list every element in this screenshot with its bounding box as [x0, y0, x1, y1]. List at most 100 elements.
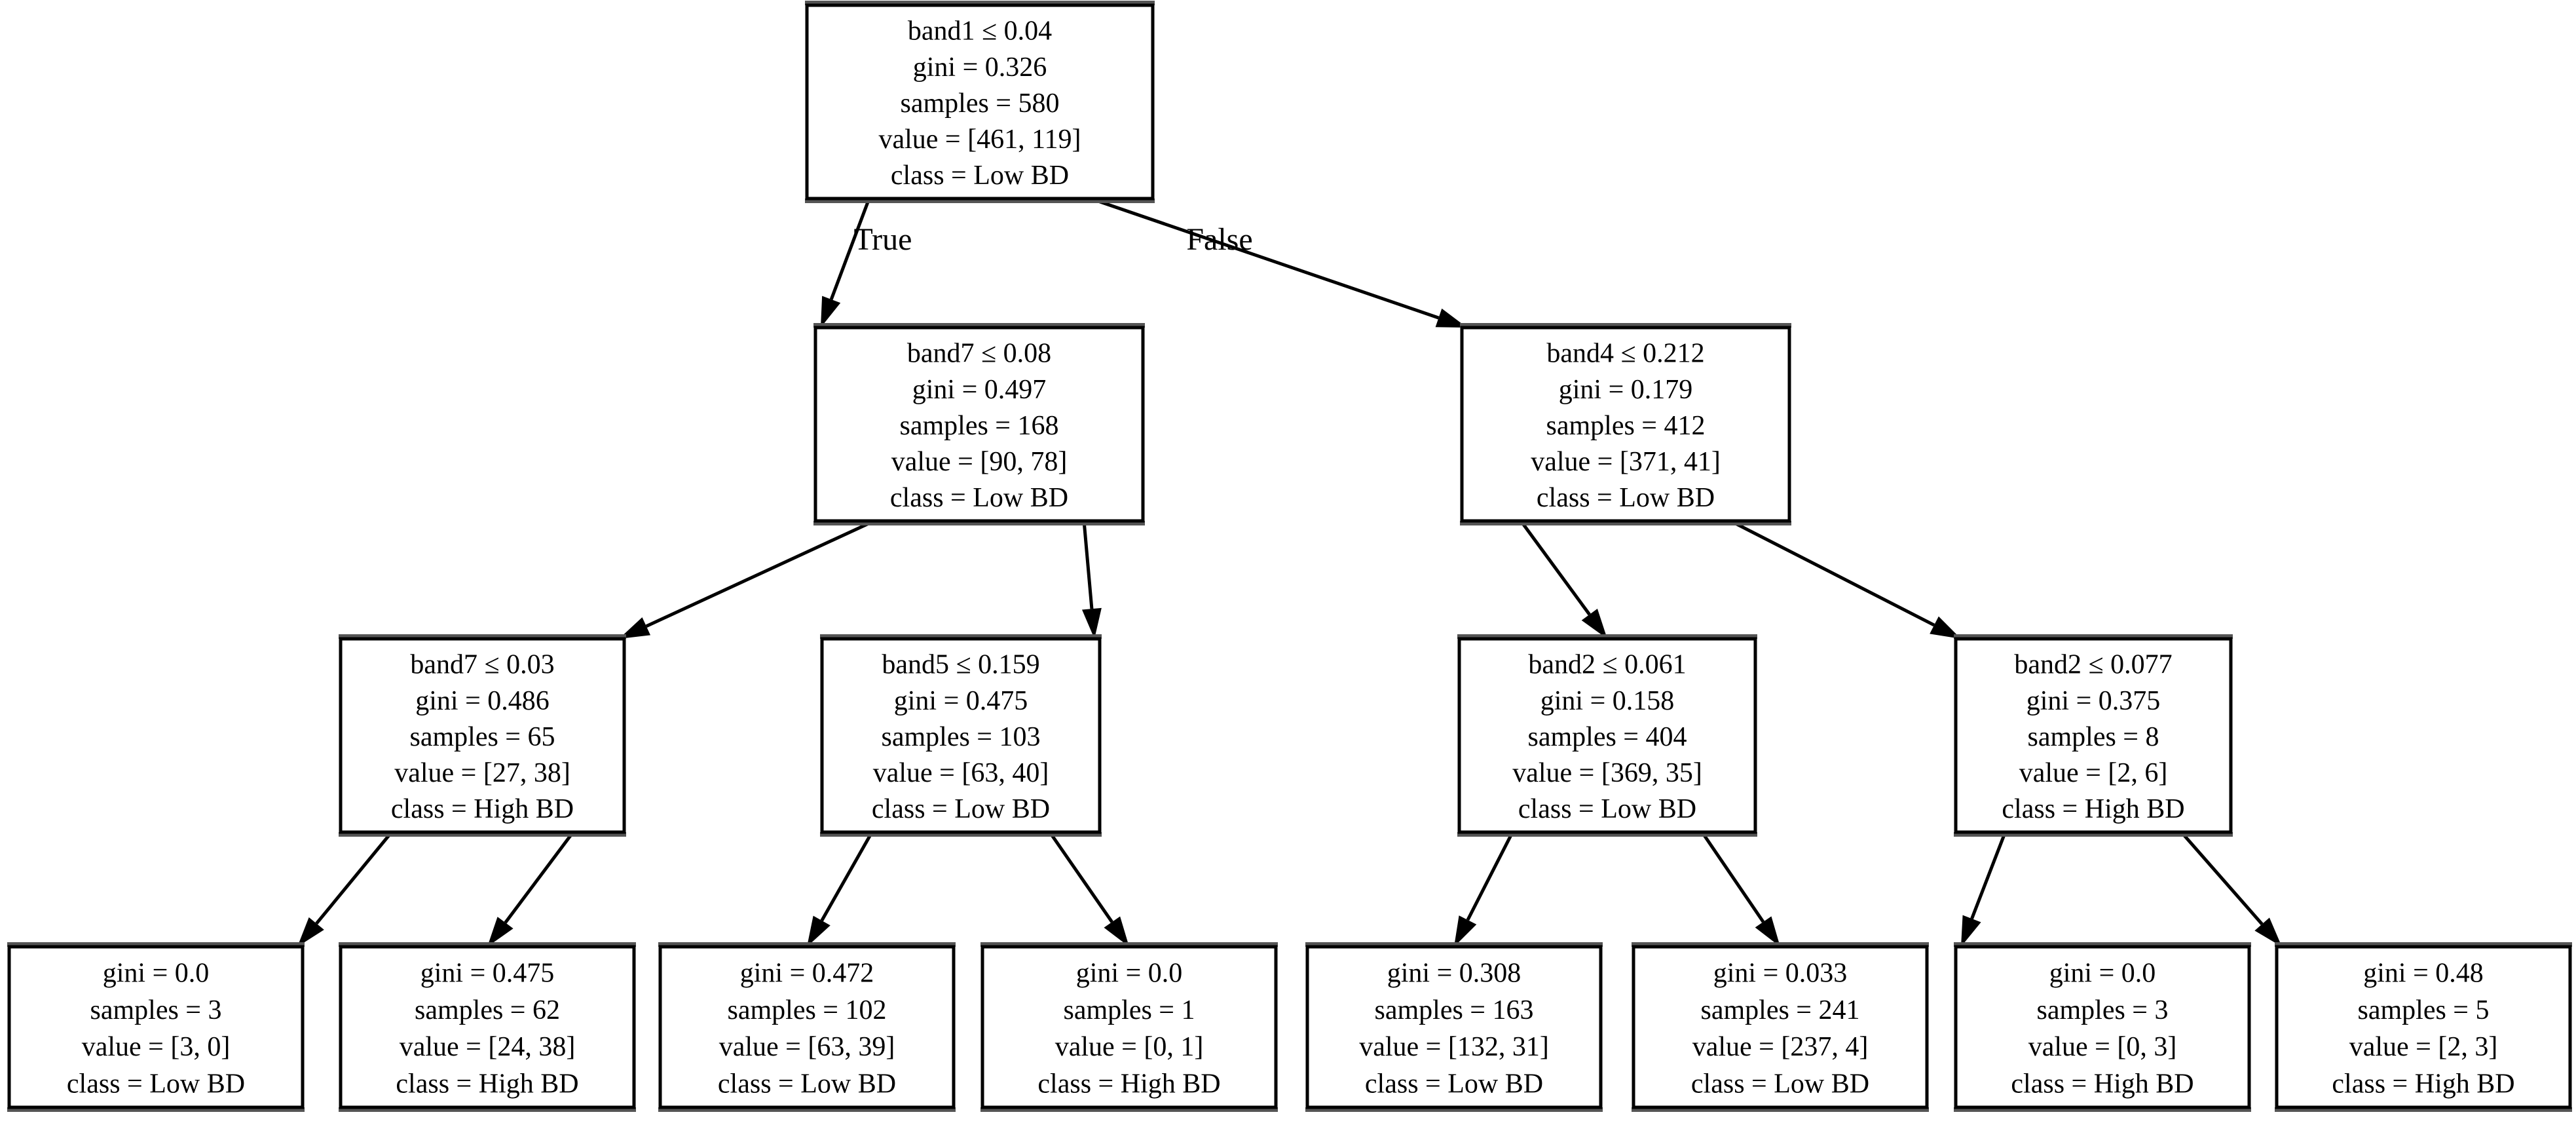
node-shadow-bottom: [1457, 832, 1757, 837]
node-box[interactable]: [813, 326, 1145, 523]
edge-arrowhead: [2254, 917, 2282, 947]
tree-edge-n1-to-n3: [619, 519, 876, 639]
node-text-line: value = [24, 38]: [400, 1032, 576, 1062]
node-shadow-top: [980, 942, 1278, 947]
node-shadow-top: [658, 942, 956, 947]
node-shadow-top: [2275, 942, 2572, 947]
node-text-line: gini = 0.497: [912, 375, 1047, 405]
node-shadow-top: [7, 942, 305, 947]
edge-line: [504, 831, 575, 924]
node-text-line: value = [132, 31]: [1359, 1032, 1549, 1062]
node-text-line: value = [27, 38]: [394, 758, 570, 788]
node-text-line: band2 ≤ 0.061: [1528, 650, 1686, 680]
tree-edge-n1-to-n4: [1081, 520, 1102, 639]
node-text-line: samples = 62: [415, 995, 560, 1025]
node-shadow-bottom: [1954, 832, 2233, 837]
edge-arrowhead: [1961, 915, 1981, 947]
node-shadow-top: [1954, 942, 2251, 947]
node-box[interactable]: [2275, 945, 2572, 1109]
node-shadow-top: [1457, 634, 1757, 639]
edge-line: [1090, 197, 1440, 320]
edge-arrowhead: [807, 915, 831, 947]
node-box[interactable]: [1954, 945, 2251, 1109]
edge-line: [1970, 831, 2007, 919]
node-box[interactable]: [1457, 637, 1757, 834]
node-box[interactable]: [658, 945, 956, 1109]
node-shadow-bottom: [980, 1107, 1278, 1112]
node-text-line: gini = 0.0: [1076, 959, 1183, 989]
edge-arrowhead: [1081, 607, 1102, 639]
edge-label-true: True: [854, 222, 912, 257]
node-text-line: gini = 0.033: [1713, 959, 1848, 989]
node-box[interactable]: [980, 945, 1278, 1109]
node-text-line: class = Low BD: [1537, 483, 1715, 513]
node-box[interactable]: [1460, 326, 1791, 523]
tree-edge-n4-to-l2: [807, 831, 874, 947]
edge-arrowhead: [297, 917, 324, 947]
node-shadow-top: [813, 323, 1145, 328]
node-text-line: samples = 412: [1546, 411, 1706, 441]
edge-arrowhead: [1930, 616, 1961, 639]
node-box[interactable]: [1954, 637, 2233, 834]
node-text-line: samples = 580: [901, 88, 1060, 119]
node-box[interactable]: [1305, 945, 1603, 1109]
edge-line: [829, 198, 871, 300]
node-box[interactable]: [7, 945, 305, 1109]
node-text-line: band2 ≤ 0.077: [2014, 650, 2172, 680]
edge-label-false: False: [1186, 222, 1252, 257]
node-shadow-bottom: [813, 521, 1145, 525]
node-box[interactable]: [339, 945, 636, 1109]
edge-line: [315, 831, 393, 925]
node-shadow-bottom: [2275, 1107, 2572, 1112]
tree-edge-n2-to-n5: [1519, 520, 1607, 639]
node-box[interactable]: [1632, 945, 1929, 1109]
node-text-line: class = High BD: [396, 1069, 578, 1099]
tree-edge-n5-to-l5: [1700, 831, 1780, 947]
node-text-line: samples = 102: [728, 995, 887, 1025]
node-text-line: value = [371, 41]: [1531, 447, 1721, 477]
node-shadow-bottom: [820, 832, 1102, 837]
node-shadow-top: [805, 1, 1155, 5]
node-text-line: value = [63, 39]: [719, 1032, 895, 1062]
node-text-line: gini = 0.326: [913, 52, 1047, 83]
node-text-line: gini = 0.475: [420, 959, 555, 989]
node-text-line: gini = 0.158: [1540, 686, 1675, 716]
tree-edge-n5-to-l4: [1454, 831, 1514, 947]
node-box[interactable]: [805, 3, 1155, 200]
node-text-line: samples = 168: [900, 411, 1059, 441]
node-text-line: class = Low BD: [67, 1069, 245, 1099]
node-text-line: band7 ≤ 0.03: [410, 650, 554, 680]
node-box[interactable]: [820, 637, 1102, 834]
node-box[interactable]: [339, 637, 626, 834]
edge-labels-layer: True False: [854, 222, 1253, 257]
tree-edge-n2-to-n6: [1729, 519, 1961, 639]
node-text-line: value = [0, 3]: [2028, 1032, 2177, 1062]
tree-edge-n0-to-n2: [1090, 197, 1467, 328]
tree-leaf-node[interactable]: gini = 0.475 samples = 62 value = [24, 38]…: [339, 942, 636, 1112]
node-shadow-top: [1954, 634, 2233, 639]
node-text-line: samples = 3: [2037, 995, 2169, 1025]
node-shadow-bottom: [339, 832, 626, 837]
node-text-line: samples = 103: [882, 722, 1041, 752]
node-text-line: class = High BD: [2332, 1069, 2514, 1099]
node-text-line: gini = 0.179: [1559, 375, 1693, 405]
node-text-line: samples = 5: [2358, 995, 2490, 1025]
node-shadow-bottom: [7, 1107, 305, 1112]
edge-line: [1519, 520, 1591, 616]
tree-edge-n6-to-l6: [1961, 831, 2007, 947]
